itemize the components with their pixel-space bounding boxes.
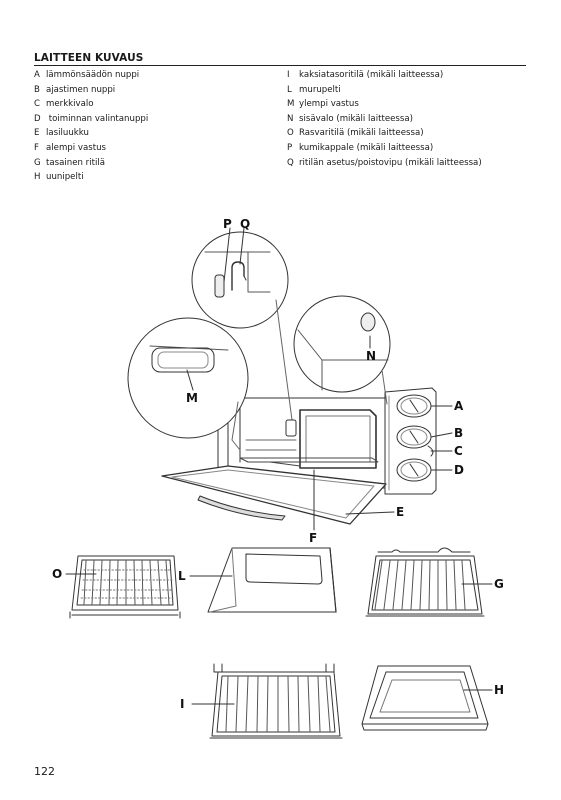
part-letter: N xyxy=(287,113,294,124)
callout-n: N xyxy=(366,349,376,363)
part-letter: F xyxy=(34,142,39,153)
callout-a: A xyxy=(454,399,464,413)
lower-heating-element xyxy=(239,457,379,463)
part-description: kaksiatasoritilä (mikäli laitteessa) xyxy=(299,70,444,80)
part-description: ritilän asetus/poistovipu (mikäli laitte… xyxy=(299,157,482,168)
callout-l: L xyxy=(178,569,186,583)
callout-h: H xyxy=(494,683,504,697)
part-letter: A xyxy=(34,70,40,80)
part-description: uunipelti xyxy=(46,172,84,183)
rack-lever-detail xyxy=(191,231,289,329)
grease-rack-o xyxy=(69,555,181,619)
callout-o: O xyxy=(52,567,62,581)
part-letter: B xyxy=(34,84,40,95)
timer-knob-marker xyxy=(409,430,419,444)
part-description: lämmönsäädön nuppi xyxy=(46,70,140,80)
part-letter: O xyxy=(287,128,294,139)
callout-e: E xyxy=(396,505,404,519)
rubber-piece-icon xyxy=(214,274,225,298)
part-description: murupelti xyxy=(299,84,341,95)
part-description: Rasvaritilä (mikäli laitteessa) xyxy=(299,128,424,139)
part-description: kumikappale (mikäli laitteessa) xyxy=(299,142,434,153)
parts-list-item: O Rasvaritilä (mikäli laitteessa) xyxy=(287,126,532,141)
thermostat-knob-inner xyxy=(400,397,428,415)
part-description: sisävalo (mikäli laitteessa) xyxy=(299,113,413,124)
part-description: tasainen ritilä xyxy=(46,157,106,168)
upper-heating-element-icon xyxy=(151,347,215,373)
heading-rule xyxy=(34,65,526,66)
baking-tray-h xyxy=(361,665,489,731)
callout-c: C xyxy=(454,444,463,458)
part-letter: D xyxy=(34,113,41,124)
callout-i: I xyxy=(180,697,184,711)
flat-rack-g xyxy=(365,547,485,617)
function-knob-inner xyxy=(400,461,428,479)
part-description: merkkivalo xyxy=(46,99,94,110)
parts-list-item: D toiminnan valintanuppi xyxy=(34,112,274,127)
interior-light-detail xyxy=(293,295,391,393)
part-letter: E xyxy=(34,128,40,139)
section-heading: LAITTEEN KUVAUS xyxy=(34,52,144,64)
part-letter: I xyxy=(287,70,290,80)
callout-q: Q xyxy=(240,217,250,231)
part-description: ajastimen nuppi xyxy=(46,84,116,95)
callout-m: M xyxy=(186,391,198,405)
double-rack-i xyxy=(209,663,343,739)
upper-element-detail xyxy=(127,317,249,439)
part-letter: C xyxy=(34,99,41,110)
part-description: toiminnan valintanuppi xyxy=(46,113,149,124)
part-letter: G xyxy=(34,157,41,168)
part-letter: M xyxy=(287,99,295,110)
part-letter: P xyxy=(287,142,293,153)
thermostat-knob-marker xyxy=(409,399,419,413)
callout-b: B xyxy=(454,426,463,440)
timer-knob-inner xyxy=(400,428,428,446)
callout-g: G xyxy=(494,577,504,591)
glass-door xyxy=(161,465,387,525)
part-description: ylempi vastus xyxy=(299,99,359,110)
callout-d: D xyxy=(454,463,464,477)
part-letter: Q xyxy=(287,157,294,168)
callout-f: F xyxy=(309,531,317,545)
part-letter: H xyxy=(34,172,41,183)
part-description: alempi vastus xyxy=(46,142,107,153)
rack-release-lever-icon xyxy=(231,261,245,291)
crumb-tray-l xyxy=(207,547,337,613)
door-handle xyxy=(197,495,286,521)
page-number: 122 xyxy=(34,765,55,778)
part-letter: L xyxy=(287,84,292,95)
function-knob-marker xyxy=(409,463,419,477)
part-description: lasiluukku xyxy=(46,128,89,139)
interior-lamp-icon xyxy=(360,312,376,332)
callout-p: P xyxy=(223,217,232,231)
